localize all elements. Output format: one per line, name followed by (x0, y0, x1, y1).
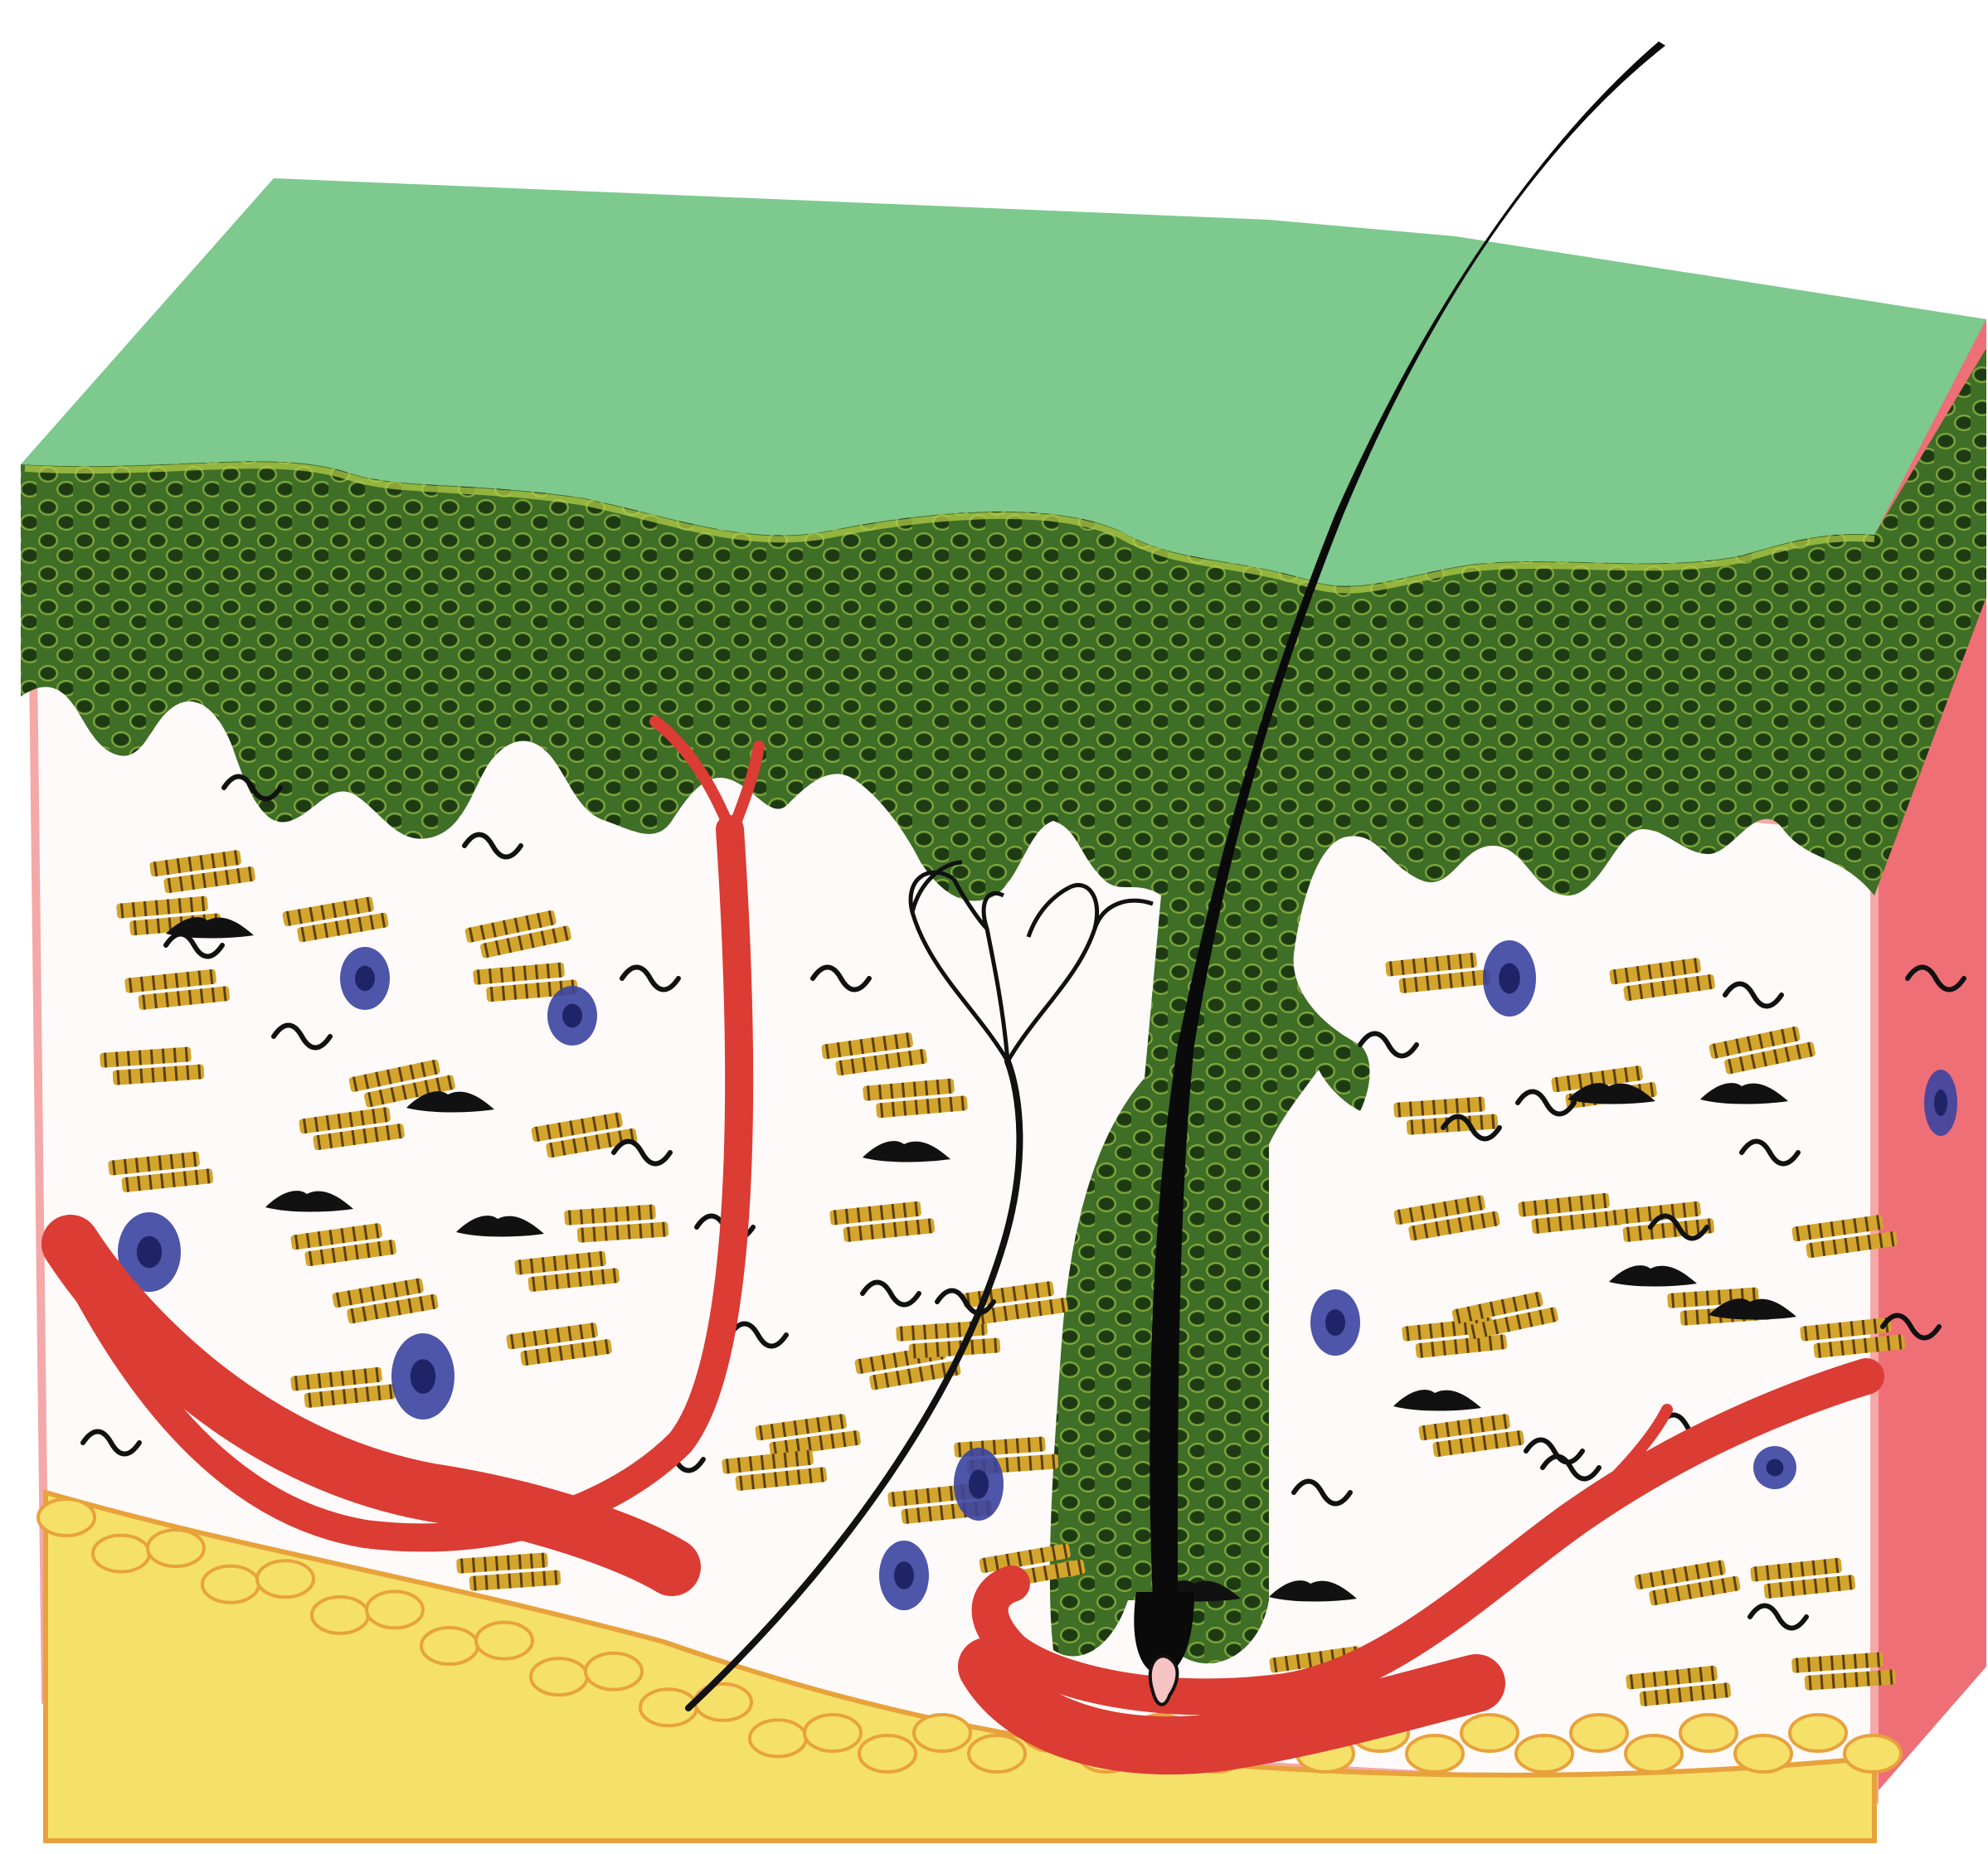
fat-cell (38, 1499, 95, 1536)
fat-cell (1626, 1735, 1682, 1772)
fat-cell (1790, 1715, 1846, 1751)
fat-cell (1461, 1715, 1518, 1751)
cell-nucleus-core (1325, 1309, 1345, 1336)
fat-cell (312, 1597, 368, 1633)
cell-nucleus-core (1934, 1090, 1947, 1116)
cell-nucleus-core (355, 966, 375, 991)
fat-cell (804, 1715, 861, 1751)
fat-cell (914, 1715, 970, 1751)
fat-cell (1516, 1735, 1572, 1772)
fat-cell (969, 1735, 1025, 1772)
fat-cell (202, 1566, 259, 1603)
cell-nucleus-core (1499, 963, 1520, 994)
fat-cell (750, 1720, 806, 1756)
fat-cell (531, 1658, 587, 1695)
fat-cell (1680, 1715, 1737, 1751)
cell-nucleus-core (411, 1359, 435, 1394)
fat-cell (367, 1591, 423, 1628)
fat-cell (586, 1653, 642, 1690)
fat-cell (257, 1560, 314, 1597)
fat-cell (476, 1623, 532, 1659)
fat-cell (1845, 1735, 1901, 1772)
fat-cell (1735, 1735, 1791, 1772)
fat-cell (859, 1735, 916, 1772)
cell-nucleus-core (562, 1004, 582, 1028)
fat-cell (1407, 1735, 1463, 1772)
fat-cell (1571, 1715, 1627, 1751)
fat-cell (93, 1536, 149, 1572)
cell-nucleus-core (137, 1236, 162, 1268)
fat-cell (421, 1628, 478, 1664)
fat-cell (148, 1530, 204, 1566)
cell-nucleus-core (1767, 1459, 1784, 1477)
cell-nucleus-core (969, 1469, 989, 1498)
cell-nucleus-core (894, 1561, 914, 1589)
